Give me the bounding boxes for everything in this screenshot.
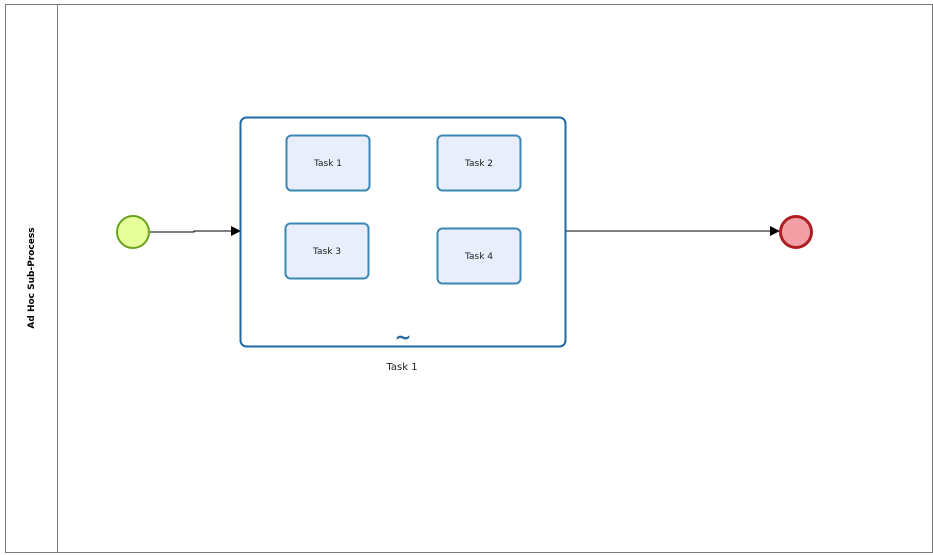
task-label: Task 4 xyxy=(464,252,493,262)
task-3[interactable]: Task 3 xyxy=(284,222,370,280)
task-label: Task 2 xyxy=(464,159,493,169)
task-box[interactable] xyxy=(285,134,371,192)
task-box[interactable] xyxy=(284,222,370,280)
task-1[interactable]: Task 1 xyxy=(285,134,371,192)
lane-title: Ad Hoc Sub-Process xyxy=(27,227,37,328)
task-label: Task 3 xyxy=(312,247,341,257)
task-2[interactable]: Task 2 xyxy=(436,134,522,192)
task-box[interactable] xyxy=(436,134,522,192)
task-label: Task 1 xyxy=(313,159,342,169)
sequence-flow-start-to-subprocess[interactable] xyxy=(149,226,241,236)
task-box[interactable] xyxy=(436,227,522,285)
subprocess-label: Task 1 xyxy=(385,362,417,373)
start-event[interactable] xyxy=(116,215,150,249)
adhoc-marker-icon: ~ xyxy=(395,325,412,349)
task-4[interactable]: Task 4 xyxy=(436,227,522,285)
end-event[interactable] xyxy=(779,215,813,249)
